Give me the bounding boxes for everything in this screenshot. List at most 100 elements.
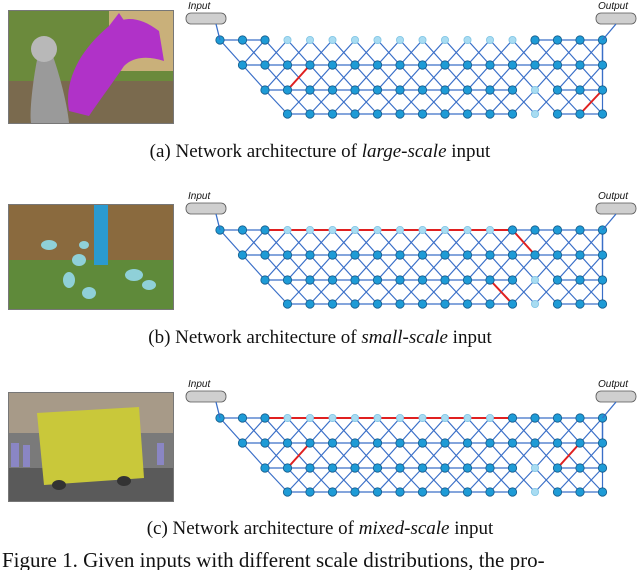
node (597, 109, 608, 119)
inactive-node (373, 226, 382, 235)
edge (422, 279, 446, 305)
inactive-node (530, 276, 539, 285)
node (485, 250, 495, 260)
node (417, 299, 428, 309)
node (237, 225, 248, 235)
input-box (185, 202, 227, 215)
edge (287, 467, 311, 493)
node (350, 85, 360, 95)
inactive-node (440, 226, 449, 235)
inactive-node (463, 414, 472, 423)
edge (467, 254, 491, 281)
edge (309, 89, 333, 115)
node (597, 299, 608, 309)
node (552, 35, 563, 45)
inactive-node (373, 36, 382, 45)
node (440, 85, 450, 95)
inactive-node (328, 36, 337, 45)
node (485, 299, 495, 309)
edge (264, 229, 288, 256)
node (575, 225, 585, 235)
node (417, 250, 428, 260)
edge (399, 229, 423, 256)
edge (332, 417, 356, 444)
node (372, 463, 383, 473)
output-label: Output (598, 379, 629, 390)
node (507, 60, 518, 70)
edge (489, 254, 513, 281)
edge (557, 39, 581, 66)
node (395, 299, 405, 309)
horse-segmentation-image (8, 10, 174, 124)
edge (512, 442, 536, 469)
edge (557, 467, 581, 493)
node (507, 109, 518, 119)
edge (467, 442, 491, 469)
edge (242, 39, 266, 66)
node (440, 275, 450, 285)
input-box (185, 390, 227, 403)
node (552, 463, 563, 473)
node (260, 225, 270, 235)
node (575, 109, 585, 119)
edge (242, 417, 266, 444)
edge (354, 442, 378, 469)
edge (557, 89, 581, 115)
edge (242, 64, 266, 91)
node (417, 60, 428, 70)
output-box (595, 12, 637, 25)
edge (287, 417, 311, 444)
node (327, 250, 338, 260)
node (237, 250, 248, 260)
edge (444, 279, 468, 305)
node (327, 487, 338, 497)
bus-segmentation-image (8, 392, 174, 502)
edge (354, 467, 378, 493)
highlighted-edge (579, 89, 604, 115)
inactive-node (373, 414, 382, 423)
input-edge (215, 401, 221, 419)
node (327, 85, 338, 95)
nodes (215, 413, 608, 497)
node (440, 463, 450, 473)
inactive-node (485, 36, 494, 45)
edge (399, 467, 423, 493)
node (485, 109, 495, 119)
edge (287, 229, 311, 256)
edge (557, 279, 581, 305)
node (462, 85, 473, 95)
edge (534, 229, 558, 256)
edge (512, 254, 536, 281)
edge (579, 64, 603, 91)
inactive-node (395, 414, 404, 423)
node (575, 35, 585, 45)
node (327, 299, 338, 309)
node (507, 438, 518, 448)
node (462, 275, 473, 285)
node (305, 275, 315, 285)
edge (444, 64, 468, 91)
node (462, 299, 473, 309)
inactive-node (508, 36, 517, 45)
node (395, 438, 405, 448)
node (440, 109, 450, 119)
edge (534, 254, 558, 281)
node (327, 109, 338, 119)
node (485, 85, 495, 95)
node (260, 250, 270, 260)
edge (219, 229, 243, 256)
node (395, 85, 405, 95)
edge (309, 229, 333, 256)
edge (422, 467, 446, 493)
inactive-node (328, 226, 337, 235)
node (462, 60, 473, 70)
node (440, 487, 450, 497)
node (440, 60, 450, 70)
edge (579, 39, 603, 66)
node (575, 85, 585, 95)
edge (354, 279, 378, 305)
node (372, 85, 383, 95)
inactive-node (395, 226, 404, 235)
node (485, 487, 495, 497)
node (305, 109, 315, 119)
